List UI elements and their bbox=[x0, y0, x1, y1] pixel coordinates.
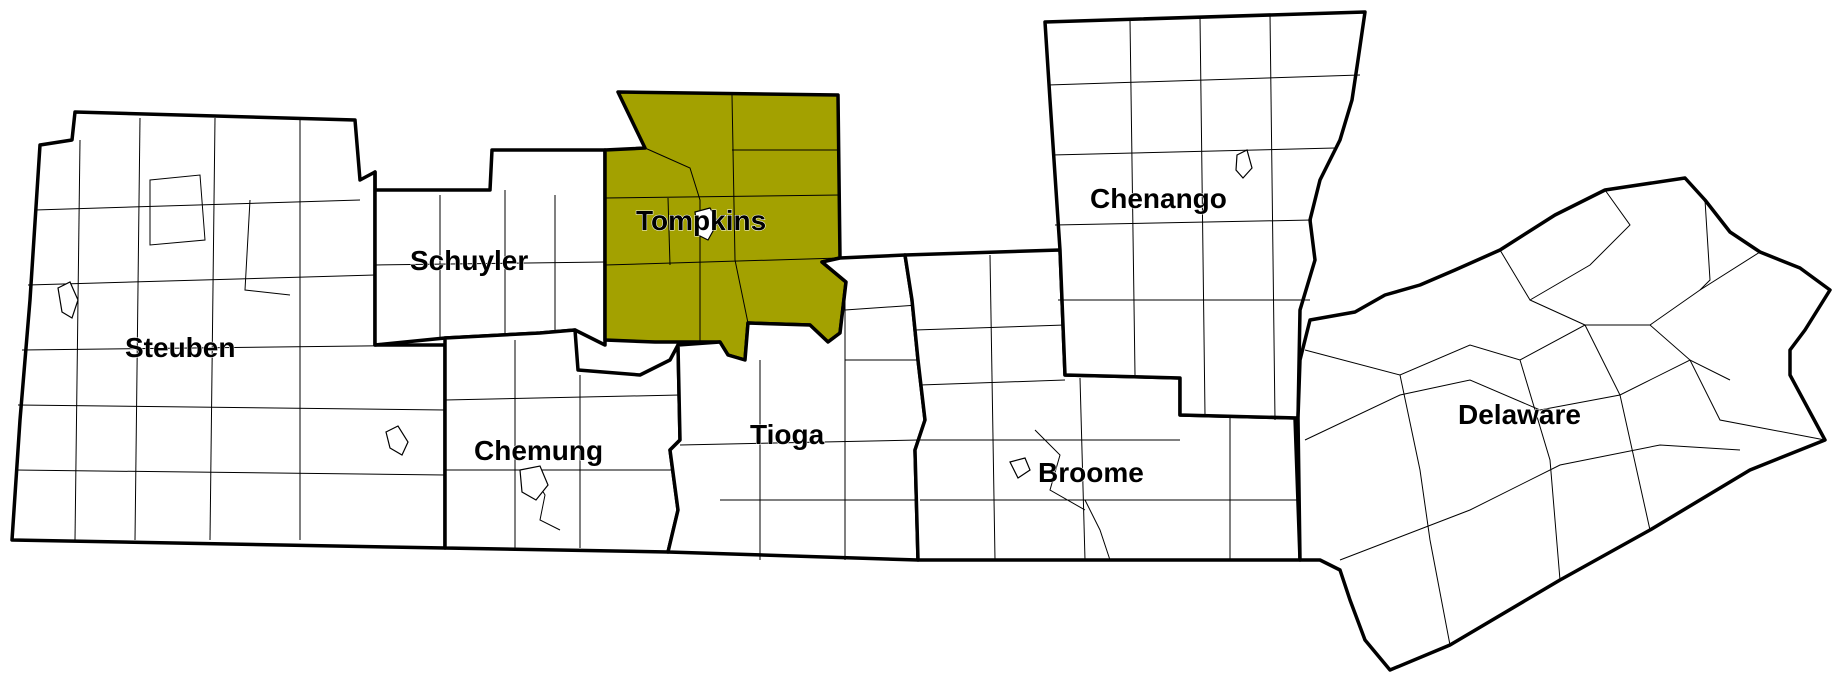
county-chenango[interactable] bbox=[1043, 10, 1367, 421]
label-chenango: Chenango bbox=[1090, 183, 1227, 214]
schuyler-boundary bbox=[373, 148, 607, 347]
chenango-lake bbox=[1235, 149, 1253, 179]
county-steuben[interactable] bbox=[10, 110, 447, 550]
label-tompkins: Tompkins bbox=[636, 205, 766, 236]
schuyler-town-lines bbox=[374, 190, 606, 340]
tompkins-ithaca-inlet bbox=[694, 207, 719, 241]
chenango-town-lines bbox=[1047, 13, 1361, 421]
county-schuyler[interactable] bbox=[373, 148, 607, 347]
steuben-lake-left bbox=[57, 281, 79, 319]
tioga-boundary bbox=[666, 253, 927, 562]
delaware-town-lines bbox=[1304, 189, 1826, 646]
label-delaware: Delaware bbox=[1458, 399, 1581, 430]
chenango-boundary bbox=[1043, 10, 1367, 420]
county-tioga[interactable] bbox=[666, 253, 927, 562]
county-delaware[interactable] bbox=[1296, 176, 1832, 672]
label-schuyler: Schuyler bbox=[410, 245, 528, 276]
tioga-town-lines bbox=[679, 282, 920, 560]
chemung-town-lines bbox=[444, 340, 681, 548]
broome-binghamton bbox=[1009, 457, 1031, 479]
steuben-lake-right bbox=[385, 425, 409, 456]
tompkins-town-lines bbox=[604, 94, 841, 345]
county-labels: Steuben Schuyler Tompkins Chemung Tioga … bbox=[125, 183, 1582, 489]
label-broome: Broome bbox=[1038, 457, 1144, 488]
broome-town-lines bbox=[914, 254, 1300, 561]
label-chemung: Chemung bbox=[474, 435, 603, 466]
label-tioga: Tioga bbox=[750, 419, 825, 450]
chemung-lake bbox=[519, 465, 549, 501]
label-steuben: Steuben bbox=[125, 332, 235, 363]
